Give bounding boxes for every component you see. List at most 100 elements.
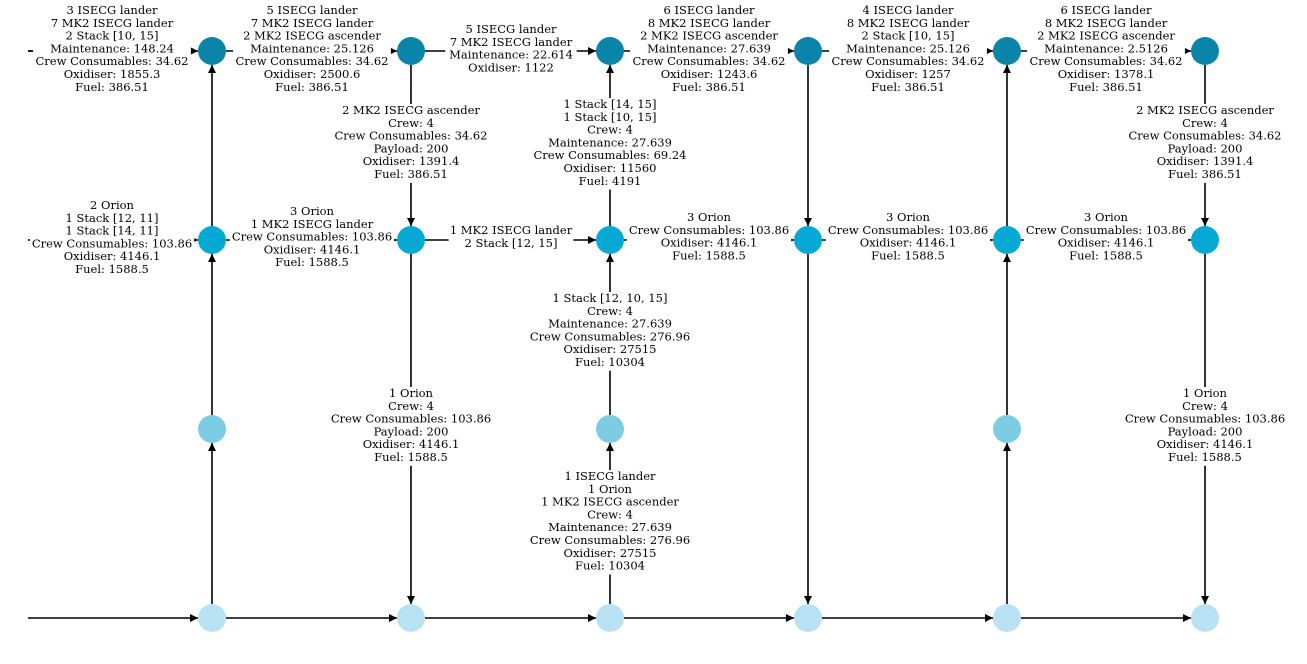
edge-label-line: Oxidiser: 27515 [564,546,657,560]
edge-label-line: 1 Stack [10, 15] [564,110,657,124]
edge-label-line: 2 Stack [10, 15] [66,29,159,43]
edge-label-line: Crew Consumables: 103.86 [232,230,392,244]
edge-label-backdrop [829,4,987,96]
edge-label-line: Crew Consumables: 103.86 [1125,412,1285,426]
edge-label-line: Oxidiser: 4146.1 [363,437,460,451]
edge-label-line: Maintenance: 2.5126 [1044,41,1168,55]
edge-label-backdrop [626,211,792,265]
node-m1 [198,226,226,254]
node-s1 [198,604,226,632]
edge-label-line: Oxidiser: 1243.6 [661,67,758,81]
edge-label-line: Crew: 4 [587,123,633,137]
edge-label-line: Crew Consumables: 34.62 [1030,54,1183,68]
edge-label-line: Fuel: 1588.5 [871,248,945,262]
edge-label-line: Oxidiser: 11560 [564,161,657,175]
edge-label-line: 1 Orion [588,482,632,496]
edge-label-line: Payload: 200 [1168,424,1243,438]
edge-label-backdrop [328,387,494,466]
edge-label-line: Payload: 200 [374,141,449,155]
edge-label-line: 2 MK2 ISECG ascender [640,29,778,43]
edge-label-line: 3 Orion [886,210,930,224]
edge-label-line: Oxidiser: 1378.1 [1058,67,1155,81]
edge-label-line: Oxidiser: 4146.1 [860,236,957,250]
edge-label-line: Fuel: 10304 [575,559,645,573]
edge-label-line: Crew Consumables: 34.62 [36,54,189,68]
edge-label-line: Oxidiser: 1391.4 [363,154,460,168]
edge-label-line: 7 MK2 ISECG lander [450,35,573,49]
node-h1 [198,37,226,65]
edge-label-backdrop [33,4,191,96]
edge-label-backdrop [527,292,693,371]
edge-label-line: Fuel: 386.51 [871,80,945,94]
node-m5 [993,226,1021,254]
edge-label-backdrop [445,23,577,77]
edge-label-line: 7 MK2 ISECG lander [51,16,174,30]
node-s3 [596,604,624,632]
edge-label-line: Fuel: 1588.5 [672,248,746,262]
edge-label-line: 8 MK2 ISECG lander [847,16,970,30]
edge-label-line: Fuel: 386.51 [672,80,746,94]
edge-label-line: Fuel: 386.51 [1069,80,1143,94]
edge-label-line: 1 Orion [389,386,433,400]
edge-label-line: Fuel: 386.51 [374,167,448,181]
edge-label-backdrop [1023,211,1189,265]
edge-label-line: 1 Orion [1183,386,1227,400]
edge-label-line: 1 Stack [12, 11] [66,211,159,225]
edge-label-line: Oxidiser: 1257 [865,67,951,81]
edge-label-line: 3 ISECG lander [66,3,158,17]
edge-label-line: Payload: 200 [374,424,449,438]
edge-label-line: Crew Consumables: 103.86 [331,412,491,426]
node-m2 [397,226,425,254]
edge-label-line: Oxidiser: 4146.1 [661,236,758,250]
edge-label-line: 5 ISECG lander [465,22,557,36]
edge-label-line: Crew: 4 [587,304,633,318]
node-h3 [596,37,624,65]
edge-label-backdrop [233,4,391,96]
edge-label-line: Maintenance: 148.24 [50,41,174,55]
edge-label-line: 7 MK2 ISECG lander [251,16,374,30]
edge-label-line: 1 MK2 ISECG lander [450,223,573,237]
edge-label-line: Fuel: 10304 [575,355,645,369]
edge-label-backdrop [332,104,490,183]
edge-label-line: Crew: 4 [388,116,434,130]
node-m3 [596,226,624,254]
edge-label-line: 1 Stack [12, 10, 15] [553,291,668,305]
node-s5 [993,604,1021,632]
edge-label-backdrop [531,98,689,190]
edge-label-line: Payload: 200 [1168,141,1243,155]
edge-label-line: Oxidiser: 1122 [468,60,554,74]
edge-label-line: Oxidiser: 27515 [564,342,657,356]
edge-label-backdrop [527,470,693,575]
edge-label-line: Crew: 4 [587,507,633,521]
edge-label-line: 3 Orion [687,210,731,224]
edge-label-line: Crew Consumables: 69.24 [534,148,687,162]
edge-label-line: 2 MK2 ISECG ascender [1136,103,1274,117]
node-l5 [993,415,1021,443]
edge-label-line: 1 MK2 ISECG lander [251,217,374,231]
edge-label-line: 1 ISECG lander [564,469,656,483]
edge-label-line: Fuel: 4191 [579,174,642,188]
edge-label-line: Maintenance: 25.126 [846,41,970,55]
edge-label-line: 2 MK2 ISECG ascender [1037,29,1175,43]
edge-label-line: Crew Consumables: 34.62 [1129,129,1282,143]
edge-label-line: Oxidiser: 2500.6 [264,67,361,81]
edge-label-line: 2 MK2 ISECG ascender [342,103,480,117]
edge-label-backdrop [1122,387,1288,466]
edge-label-line: 6 ISECG lander [1060,3,1152,17]
edge-label-line: Maintenance: 27.639 [647,41,771,55]
edge-label-line: 2 Stack [10, 15] [862,29,955,43]
edge-label-line: 4 ISECG lander [862,3,954,17]
edge-label-line: Crew Consumables: 103.86 [1026,223,1186,237]
edge-label-line: Maintenance: 27.639 [548,520,672,534]
edge-label-line: Maintenance: 25.126 [250,41,374,55]
node-m6 [1191,226,1219,254]
